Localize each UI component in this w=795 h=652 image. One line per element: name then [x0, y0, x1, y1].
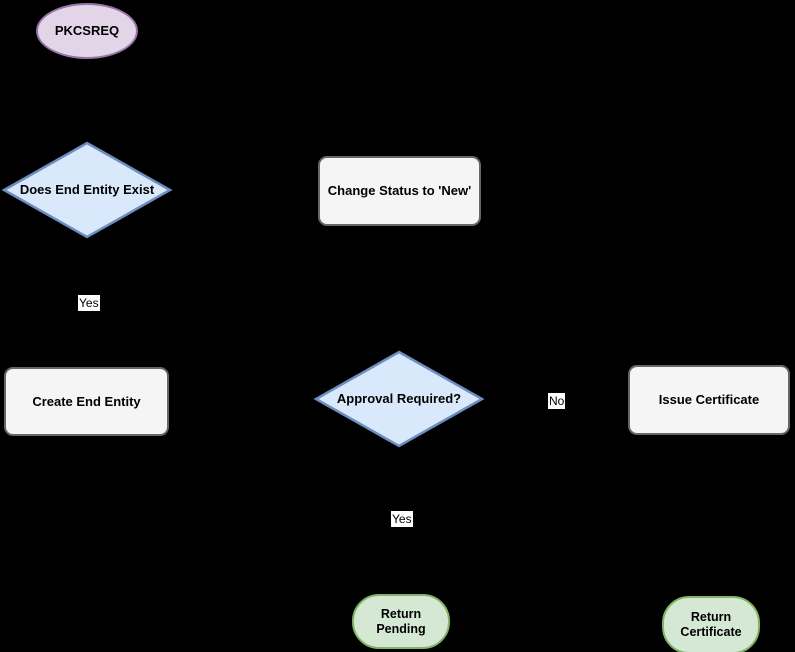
edge-label-no-approval-required: No	[548, 393, 566, 410]
node-return-pending: Return Pending	[352, 594, 450, 649]
edge-label-yes-approval-required: Yes	[391, 511, 413, 528]
node-create-end-entity: Create End Entity	[4, 367, 169, 436]
node-change-status-to-new: Change Status to 'New'	[318, 156, 481, 226]
node-return-certificate: Return Certificate	[662, 596, 760, 652]
node-issue-certificate-label: Issue Certificate	[658, 392, 760, 408]
node-approval-required-label: Approval Required?	[336, 391, 462, 407]
node-pkcsreq-label: PKCSREQ	[54, 23, 120, 39]
diamond-shape-icon	[313, 350, 485, 448]
node-change-status-to-new-label: Change Status to 'New'	[327, 183, 472, 199]
diamond-shape-icon	[1, 141, 173, 239]
node-approval-required: Approval Required?	[313, 350, 485, 448]
node-does-end-entity-exist: Does End Entity Exist	[1, 141, 173, 239]
node-return-certificate-label: Return Certificate	[680, 610, 742, 639]
node-issue-certificate: Issue Certificate	[628, 365, 790, 435]
edge-label-yes-does-exist: Yes	[78, 295, 100, 312]
node-does-end-entity-exist-label: Does End Entity Exist	[19, 182, 155, 198]
node-create-end-entity-label: Create End Entity	[32, 393, 141, 409]
node-return-pending-label: Return Pending	[376, 606, 426, 636]
node-pkcsreq: PKCSREQ	[36, 3, 138, 59]
